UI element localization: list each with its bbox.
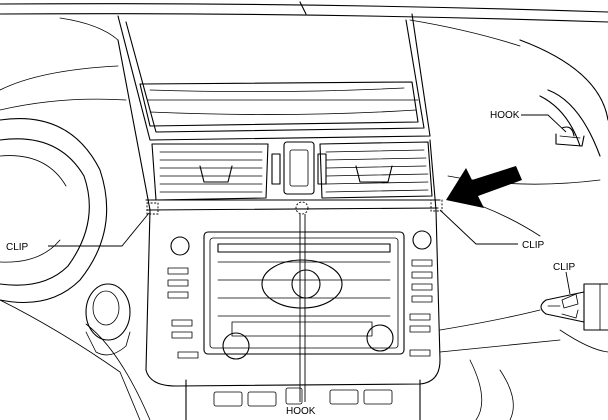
clip-label-left: CLIP — [6, 242, 29, 253]
steering-wheel — [0, 118, 108, 303]
clip-label-right: CLIP — [522, 240, 545, 251]
audio-panel — [167, 230, 433, 360]
clip-detail — [540, 271, 608, 331]
console-knob — [85, 283, 131, 356]
clip-label-detail: CLIP — [553, 262, 576, 273]
hazard-switch — [271, 141, 327, 195]
clip-marker-right — [430, 199, 443, 212]
air-vent-right — [319, 141, 433, 199]
hook-marker-center — [295, 201, 309, 215]
hook-detail — [521, 89, 601, 157]
arrow-icon — [446, 166, 522, 208]
center-panel-bezel — [117, 39, 441, 387]
lower-button-strip — [185, 379, 421, 420]
clip-marker-left — [146, 202, 159, 215]
hook-label-bottom: HOOK — [286, 406, 316, 417]
air-vent-left — [151, 143, 269, 201]
leader-lines — [48, 209, 518, 402]
display-hood — [117, 13, 431, 141]
hook-label-top: HOOK — [490, 110, 520, 121]
